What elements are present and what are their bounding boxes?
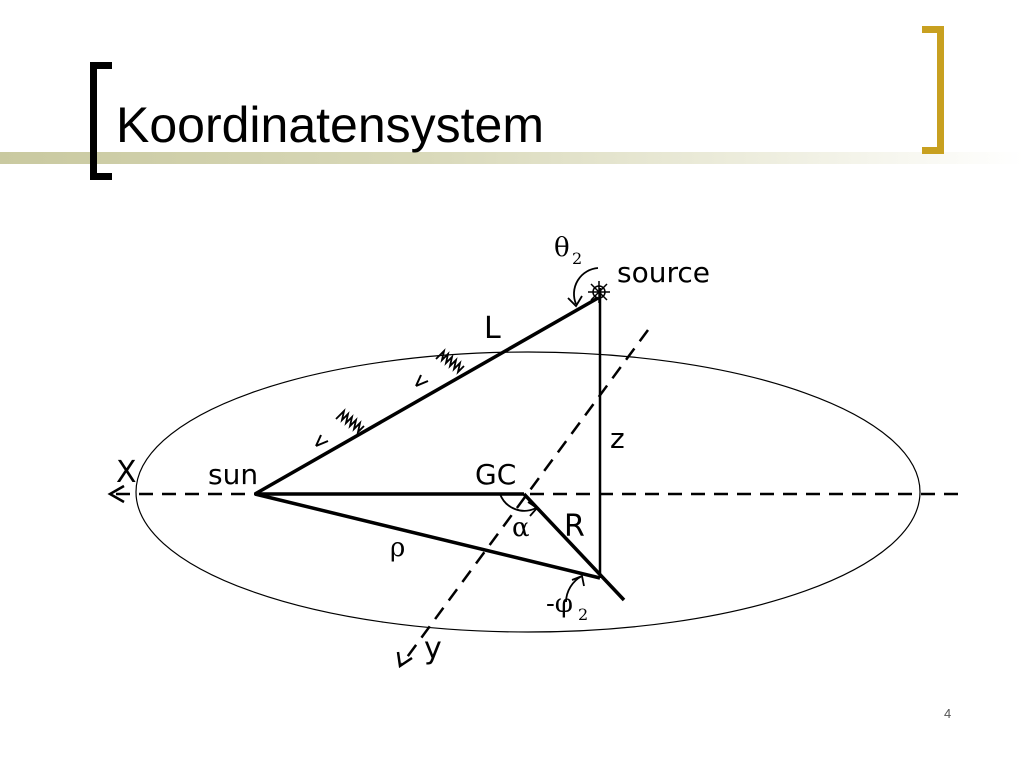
gc-label: GC [475,458,516,491]
left-bracket-decoration [90,62,112,180]
phi-subscript: 2 [578,605,588,624]
page-title: Koordinatensystem [116,97,545,153]
theta-arc-arrow [567,295,583,308]
phi-arc-arrow [571,574,585,587]
title-underline-band [0,152,1024,164]
slide-number: 4 [944,706,952,721]
photon-wave-icon [315,408,365,447]
y-axis-arrow [396,651,413,669]
alpha-label: α [512,513,530,543]
theta-label: θ [554,233,570,263]
theta-angle-arc [573,267,599,305]
rho-line [254,492,601,580]
photon-wave-icon [415,348,465,387]
x-axis-arrow [107,484,125,504]
alpha-angle-arc [499,493,537,512]
theta-subscript: 2 [572,249,582,268]
source-star-icon [588,281,610,303]
line-of-sight-l [254,296,599,496]
r-line [522,492,626,602]
z-label: z [610,422,625,455]
alpha-arc-arrow [527,501,539,517]
rho-label: ρ [390,533,405,563]
sun-label: sun [208,458,258,491]
source-label: source [617,256,710,289]
right-bracket-decoration [922,26,944,154]
phi-label: -φ [546,589,573,619]
galactic-plane-ellipse [135,351,921,633]
y-axis-label: y [424,631,442,666]
r-label: R [564,509,585,544]
l-label: L [484,311,501,346]
x-axis-label: X [116,455,137,490]
